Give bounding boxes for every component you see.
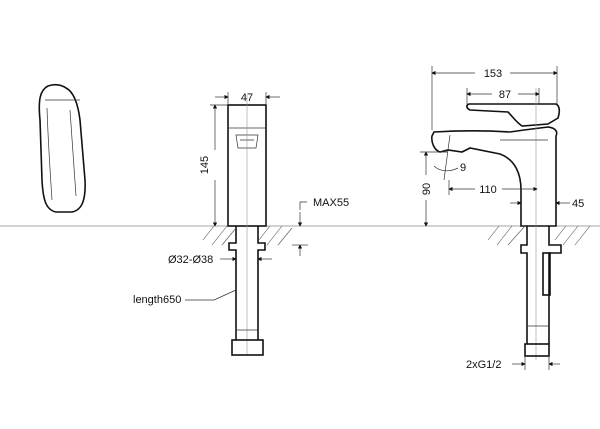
dim-front-width: 47 (241, 92, 253, 104)
dim-hole-diameter: Ø32-Ø38 (168, 254, 213, 266)
dim-front-height: 145 (199, 156, 211, 174)
dim-total-depth: 153 (484, 68, 502, 80)
dim-body-diameter: 45 (572, 198, 584, 210)
handle-side-view (38, 83, 86, 213)
faucet-front-view (185, 92, 308, 356)
counter-hatch-front (202, 225, 293, 246)
dim-max-deck-thickness: MAX55 (313, 197, 349, 209)
faucet-side-view (420, 66, 591, 370)
dim-spout-reach: 110 (479, 184, 497, 196)
counter-hatch-side (487, 225, 591, 246)
dim-spout-height: 90 (421, 183, 433, 195)
dim-connection: 2xG1/2 (466, 359, 501, 371)
dim-hose-length: length650 (133, 294, 181, 306)
dim-lever-length: 87 (499, 89, 511, 101)
dim-spout-angle: 9 (460, 162, 466, 174)
